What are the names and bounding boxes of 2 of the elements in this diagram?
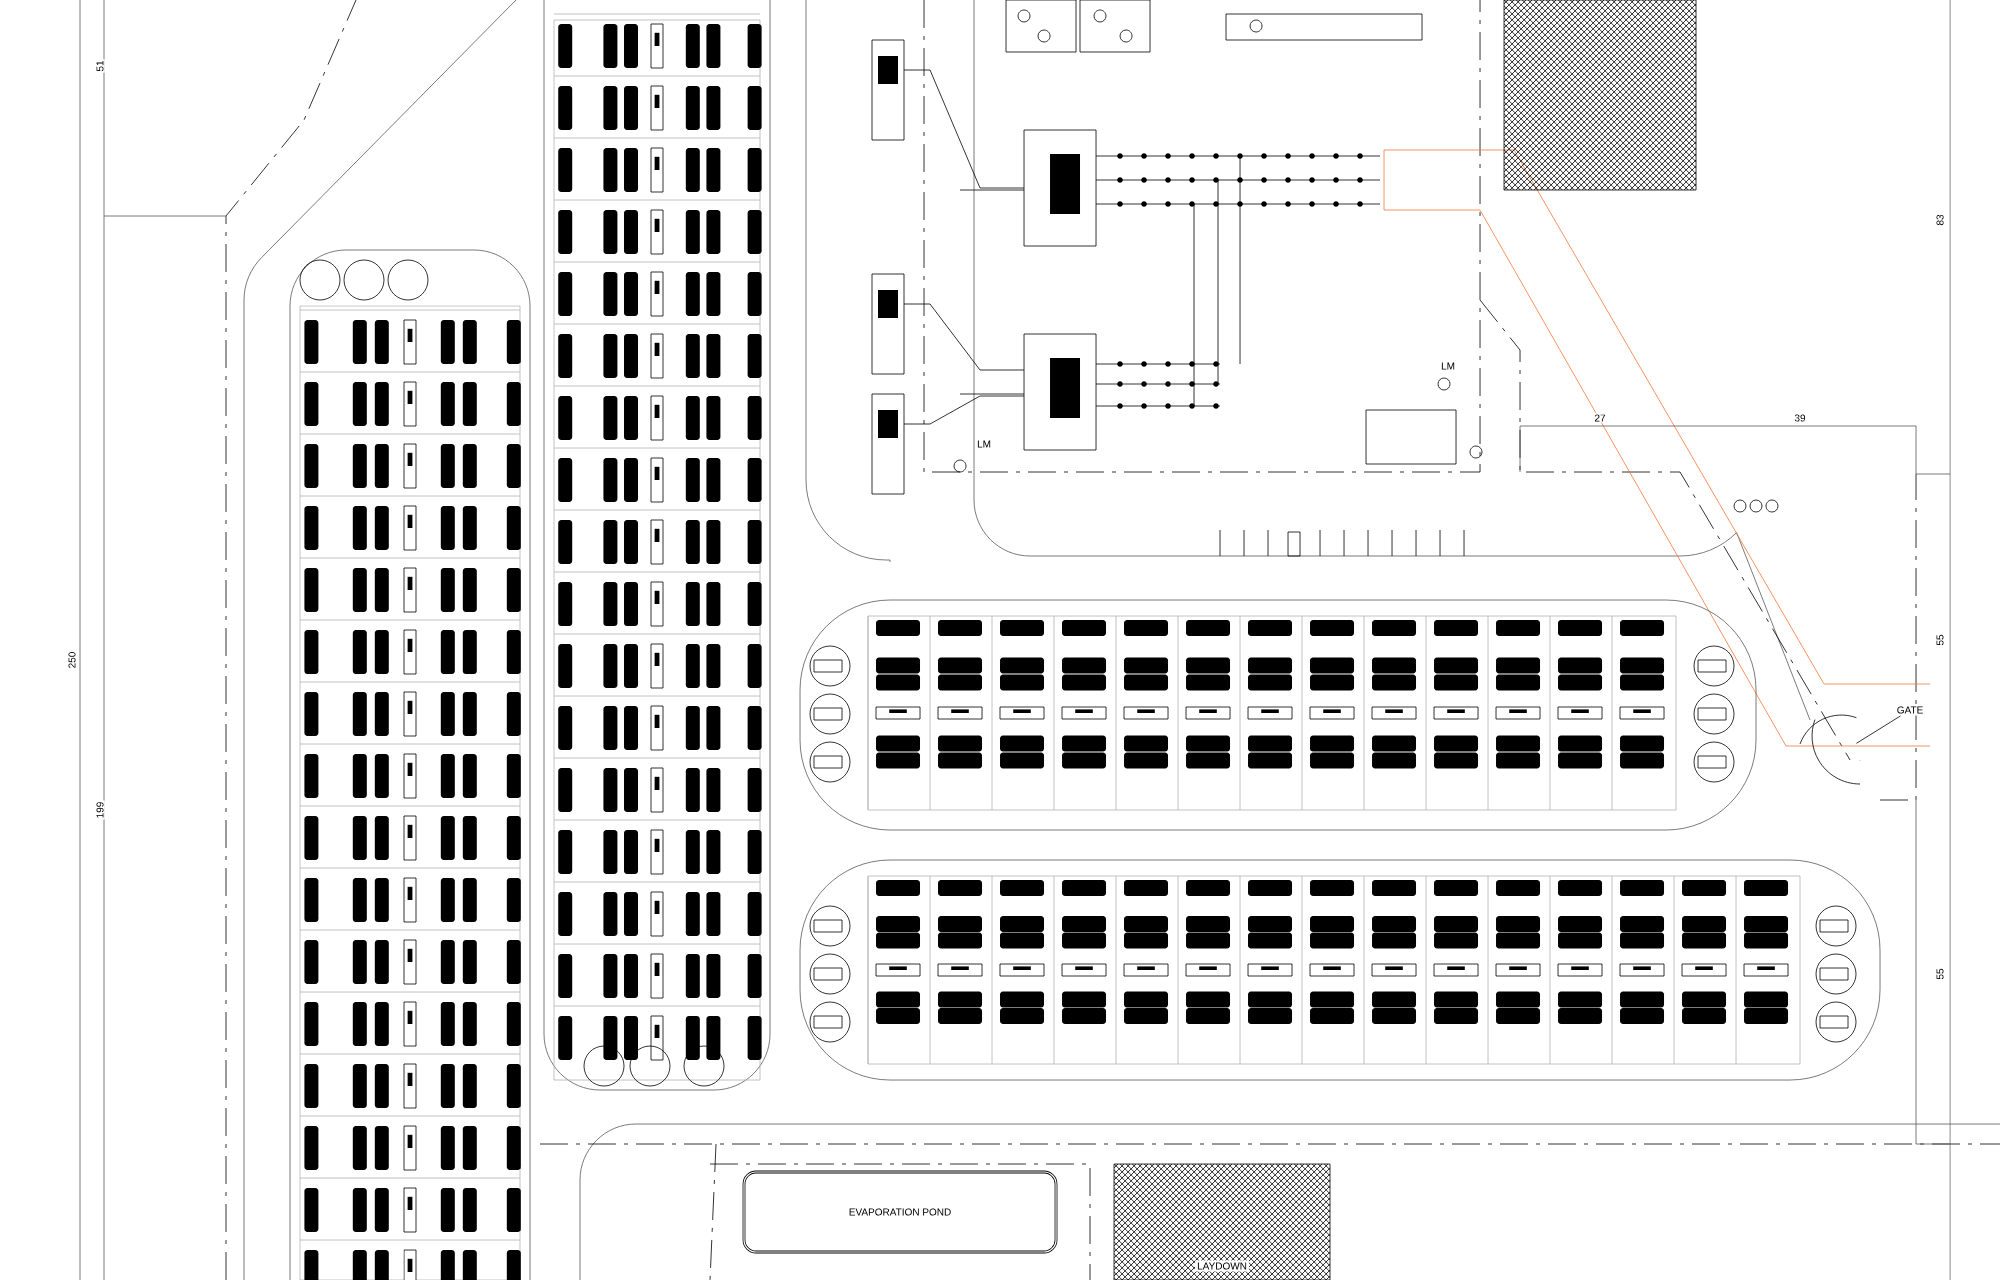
gate-drawing [1799, 714, 1861, 785]
leader-line [1856, 715, 1901, 744]
